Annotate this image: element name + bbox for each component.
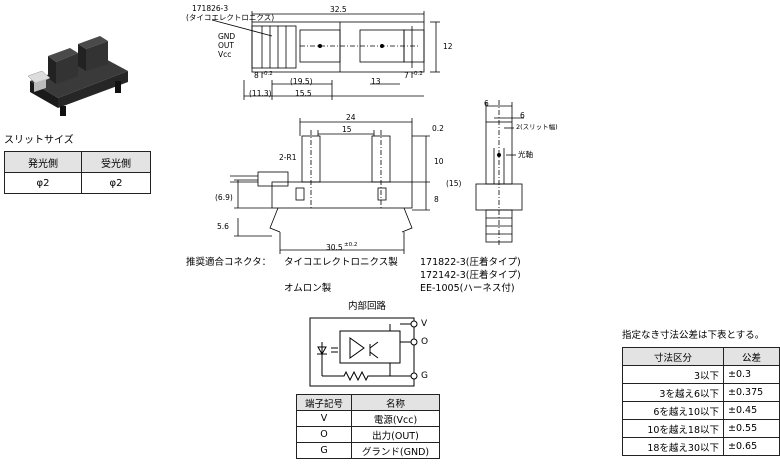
connector-part1: 171822-3(圧着タイプ) xyxy=(420,257,521,268)
dim-8-tol: -0.2 xyxy=(262,71,273,77)
connector-part2: 172142-3(圧着タイプ) xyxy=(420,270,521,281)
tolerance-value: ±0.3 xyxy=(723,365,780,384)
dim-10: 10 xyxy=(434,157,444,166)
dim-5-6: 5.6 xyxy=(217,222,229,231)
dim-width: 32.5 xyxy=(330,5,347,14)
tolerance-range: 10を越え18以下 xyxy=(622,419,724,438)
slit-emitter-value: φ2 xyxy=(4,172,82,194)
slit-header-emitter: 発光側 xyxy=(4,151,82,173)
dim-radius: 2-R1 xyxy=(279,153,297,162)
tolerance-range: 6を越え10以下 xyxy=(622,401,724,420)
tolerance-table: 寸法区分 公差 3以下 ±0.3 3を越え6以下 ±0.375 6を越え10以下… xyxy=(622,347,780,456)
connector-maker1: タイコエレクトロニクス製 xyxy=(284,257,398,268)
pin-gnd: GND xyxy=(218,32,236,41)
connector-part-no: 171826-3 xyxy=(192,4,229,13)
table-row: G グランド(GND) xyxy=(296,442,440,459)
dim-13: 13 xyxy=(371,77,381,86)
tolerance-value: ±0.55 xyxy=(723,419,780,438)
dim-8-front: 8 xyxy=(434,195,439,204)
tolerance-value: ±0.65 xyxy=(723,437,780,456)
slit-receiver-value: φ2 xyxy=(81,172,151,194)
pin-out: OUT xyxy=(218,41,234,50)
table-row: 3を越え6以下 ±0.375 xyxy=(622,383,780,402)
dim-7: 7 xyxy=(404,71,409,80)
dim-15-5: 15.5 xyxy=(295,89,312,98)
connector-maker: (タイコエレクトロニクス) xyxy=(186,13,275,22)
dim-height: 12 xyxy=(443,42,453,51)
tolerance-value: ±0.375 xyxy=(723,383,780,402)
terminal-header-symbol: 端子記号 xyxy=(296,394,352,411)
side-slit-width: 2(スリット幅) xyxy=(516,123,558,131)
product-photo xyxy=(20,26,135,121)
dim-30-5: 30.5 xyxy=(326,243,343,252)
side-dim-6a: 6 xyxy=(484,99,489,108)
tolerance-header-value: 公差 xyxy=(723,347,780,366)
table-row: O 出力(OUT) xyxy=(296,426,440,443)
slit-size-table: 発光側 受光側 φ2 φ2 xyxy=(4,151,151,194)
terminal-symbol: O xyxy=(296,426,352,443)
table-row: 18を越え30以下 ±0.65 xyxy=(622,437,780,456)
tolerance-range: 18を越え30以下 xyxy=(622,437,724,456)
terminal-name: 電源(Vcc) xyxy=(351,410,440,427)
slit-size-title: スリットサイズ xyxy=(4,135,74,146)
pin-vcc: Vcc xyxy=(218,50,232,59)
dim-30-5-tol: ±0.2 xyxy=(344,242,358,248)
terminal-table: 端子記号 名称 V 電源(Vcc) O 出力(OUT) G グランド(GND) xyxy=(296,394,440,459)
dim-19-5: (19.5) xyxy=(290,77,313,86)
connector-part3: EE-1005(ハーネス付) xyxy=(420,283,515,294)
circuit-terminal-g: G xyxy=(421,371,428,381)
side-dim-6b: 6 xyxy=(520,111,525,120)
terminal-name: グランド(GND) xyxy=(351,442,440,459)
dim-15-paren: (15) xyxy=(446,179,462,188)
connector-maker2: オムロン製 xyxy=(284,283,332,294)
tolerance-range: 3以下 xyxy=(622,365,724,384)
table-row: 10を越え18以下 ±0.55 xyxy=(622,419,780,438)
slit-header-receiver: 受光側 xyxy=(81,151,151,173)
terminal-symbol: V xyxy=(296,410,352,427)
side-optical-axis: 光軸 xyxy=(518,150,533,159)
table-row: 6を越え10以下 ±0.45 xyxy=(622,401,780,420)
terminal-header-name: 名称 xyxy=(351,394,440,411)
table-row: V 電源(Vcc) xyxy=(296,410,440,427)
circuit-terminal-v: V xyxy=(421,319,428,329)
connector-label: 推奨適合コネクタ： xyxy=(186,257,272,268)
circuit-title: 内部回路 xyxy=(348,301,387,312)
tolerance-value: ±0.45 xyxy=(723,401,780,420)
dim-0-2: 0.2 xyxy=(432,124,444,133)
tolerance-header-range: 寸法区分 xyxy=(622,347,724,366)
circuit-terminal-o: O xyxy=(421,337,429,347)
dim-7-tol: -0.2 xyxy=(412,71,423,77)
table-row: 3以下 ±0.3 xyxy=(622,365,780,384)
dim-15: 15 xyxy=(342,125,352,134)
dim-6-9: (6.9) xyxy=(215,193,233,202)
dim-24: 24 xyxy=(346,113,356,122)
tolerance-note: 指定なき寸法公差は下表とする。 xyxy=(622,330,765,341)
terminal-symbol: G xyxy=(296,442,352,459)
terminal-name: 出力(OUT) xyxy=(351,426,440,443)
tolerance-range: 3を越え6以下 xyxy=(622,383,724,402)
dim-8: 8 xyxy=(254,71,259,80)
dim-11-3: (11.3) xyxy=(249,89,272,98)
